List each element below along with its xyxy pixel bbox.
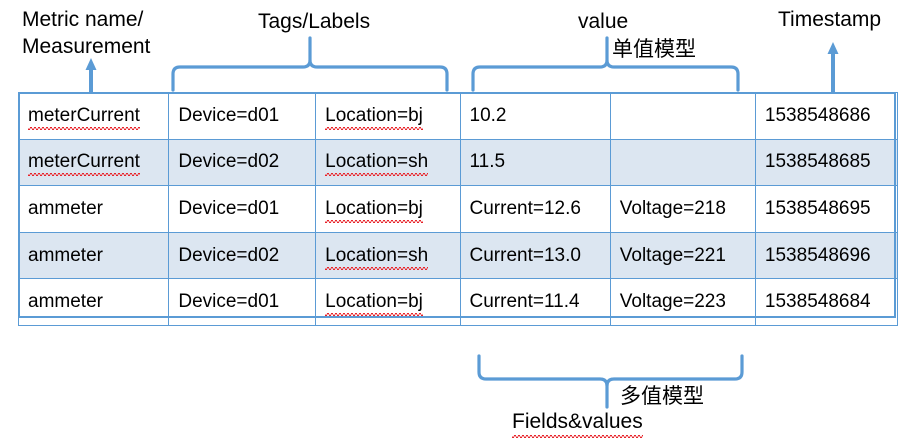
timestamp-arrow-icon — [827, 42, 839, 92]
table-cell-tag1: Device=d01 — [168, 92, 317, 140]
table-row: meterCurrent Device=d02 Location=sh 11.5 153… — [17, 138, 899, 187]
table-row: meterCurrent Device=d01 Location=bj 10.2 153… — [17, 92, 899, 140]
table-cell-metric: meterCurrent — [17, 92, 170, 140]
misspelled-text: meterCurrent — [28, 104, 140, 130]
table-cell-timestamp: 1538548695 — [754, 185, 899, 233]
table-cell-timestamp: 1538548685 — [754, 138, 899, 187]
table-cell-tag2: Location=bj — [315, 92, 461, 140]
table-cell-timestamp: 1538548686 — [754, 92, 899, 140]
header-label-metric-name: Metric name/Measurement — [22, 8, 151, 58]
misspelled-text: Location=sh — [325, 151, 429, 177]
header-label-value: value — [578, 10, 629, 33]
table-cell-field2: Voltage=218 — [609, 185, 756, 233]
table-cell-field1: Current=13.0 — [459, 231, 611, 280]
table-cell-field2: Voltage=221 — [609, 231, 756, 280]
misspelled-text: Location=bj — [325, 291, 423, 317]
annotation-multi-value-model: 多值模型 — [620, 384, 704, 408]
table-cell-metric: ammeter — [17, 278, 170, 326]
misspelled-text: Location=sh — [325, 244, 429, 270]
table-cell-timestamp: 1538548684 — [754, 278, 899, 326]
table-cell-metric: meterCurrent — [17, 138, 170, 187]
value-brace-icon — [471, 36, 740, 92]
annotation-fields-values: Fields&values — [512, 408, 643, 438]
table-cell-field1: 10.2 — [459, 92, 611, 140]
table-cell-metric: ammeter — [17, 185, 170, 233]
table-cell-tag2: Location=bj — [315, 185, 461, 233]
metric-arrow-icon — [85, 58, 97, 92]
misspelled-text: Location=bj — [325, 197, 423, 223]
table-cell-tag1: Device=d02 — [168, 231, 317, 280]
table-cell-tag2: Location=sh — [315, 138, 461, 187]
table-cell-tag2: Location=bj — [315, 278, 461, 326]
table-cell-tag1: Device=d01 — [168, 185, 317, 233]
table-cell-field1: Current=12.6 — [459, 185, 611, 233]
header-label-timestamp: Timestamp — [778, 8, 882, 31]
table-cell-field2 — [609, 92, 756, 140]
table-cell-tag1: Device=d01 — [168, 278, 317, 326]
table-cell-field2 — [609, 138, 756, 187]
table-cell-field1: Current=11.4 — [459, 278, 611, 326]
table-cell-field1: 11.5 — [459, 138, 611, 187]
table-cell-field2: Voltage=223 — [609, 278, 756, 326]
table-cell-tag1: Device=d02 — [168, 138, 317, 187]
table-cell-metric: ammeter — [17, 231, 170, 280]
table-cell-timestamp: 1538548696 — [754, 231, 899, 280]
tags-brace-icon — [171, 36, 449, 92]
fields-values-text: Fields&values — [512, 410, 643, 438]
misspelled-text: meterCurrent — [28, 151, 140, 177]
table-cell-tag2: Location=sh — [315, 231, 461, 280]
misspelled-text: Location=bj — [325, 104, 423, 130]
annotation-single-value-model: 单值模型 — [612, 37, 696, 61]
header-label-tags: Tags/Labels — [258, 10, 371, 33]
